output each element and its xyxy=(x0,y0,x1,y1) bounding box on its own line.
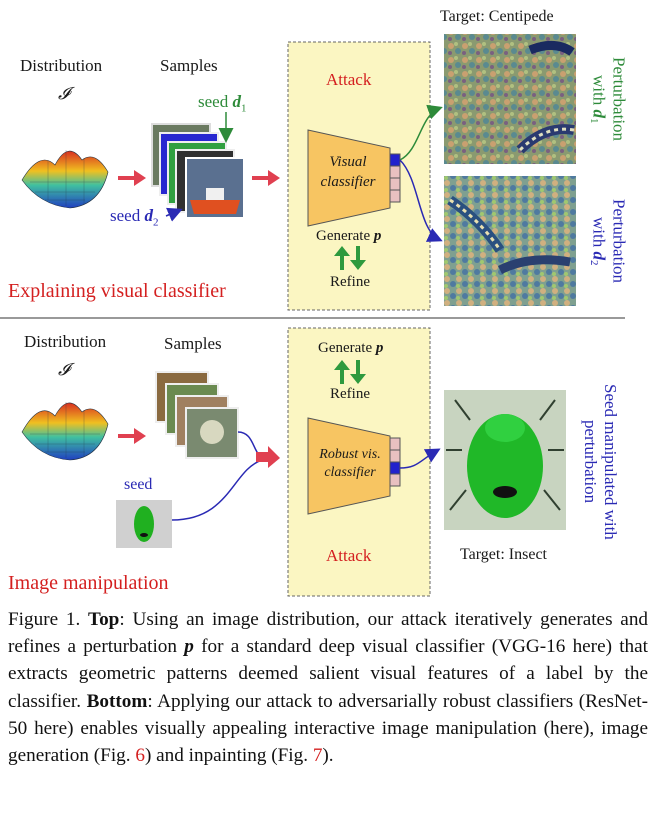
caption-part5: ). xyxy=(322,745,334,767)
seed-d2-var: d xyxy=(144,206,153,225)
pert1-line1: Perturbation xyxy=(609,56,629,142)
seed-d1-var: d xyxy=(232,92,241,111)
figure-caption: Figure 1. Top: Using an image distributi… xyxy=(8,606,648,769)
visual-classifier-label: Visual classifier xyxy=(316,152,380,192)
robust-classifier-line2: classifier xyxy=(324,465,376,480)
target-label-bottom: Target: Insect xyxy=(460,546,547,563)
pert1-var: d xyxy=(589,109,609,118)
samples-label-top: Samples xyxy=(160,56,218,75)
generate-var-top: p xyxy=(373,228,382,244)
distribution-label-top: Distribution xyxy=(20,56,103,75)
arrow-to-attack-top xyxy=(252,170,280,186)
figure-1: Distribution 𝓘 Samples seed d1 seed d2 A… xyxy=(0,8,628,597)
refine-label-bottom: Refine xyxy=(330,386,370,402)
target-label-top: Target: Centipede xyxy=(440,8,554,25)
seed-manip-line1: Seed manipulated with xyxy=(601,384,620,540)
arrow-to-attack-bottom xyxy=(256,446,280,468)
generate-var-bottom: p xyxy=(375,340,384,356)
generate-text-top: Generate xyxy=(316,228,371,244)
up-arrow-top xyxy=(334,246,350,270)
visual-classifier-line2: classifier xyxy=(320,174,376,190)
caption-part2: for a standard deep visual classifier (V… xyxy=(8,636,648,712)
insect-image xyxy=(444,390,566,530)
arrow-to-samples-top xyxy=(118,170,146,186)
seed-merge-line xyxy=(171,459,263,521)
visual-classifier-shape xyxy=(307,129,391,227)
pert2-line2: with xyxy=(589,216,609,247)
perturbation-image-d1 xyxy=(444,34,576,164)
seed-label-bottom: seed xyxy=(124,476,153,493)
robust-classifier-label: Robust vis. classifier xyxy=(312,446,388,482)
caption-top-bold: Top xyxy=(88,609,120,630)
seed-d2-arrow xyxy=(165,207,183,222)
caption-figure-label: Figure 1. xyxy=(8,609,81,630)
output-arrow-bottom xyxy=(399,448,441,469)
seed-manip-line2: perturbation xyxy=(581,420,600,504)
caption-part4: ) and inpainting (Fig. xyxy=(144,745,313,767)
attack-label-bottom: Attack xyxy=(326,546,372,565)
seed-d2-label: seed d2 xyxy=(110,206,158,228)
pert2-var: d xyxy=(589,251,609,260)
generate-label-top: Generate p xyxy=(316,228,381,245)
seed-d1-sub: 1 xyxy=(240,102,247,115)
samples-label-bottom: Samples xyxy=(164,334,222,353)
caption-part3: : Applying our attack to adversarially r… xyxy=(8,690,649,767)
distribution-symbol-bottom: 𝓘 xyxy=(58,360,70,379)
visual-classifier-line1: Visual xyxy=(329,154,367,170)
output-arrow-d2 xyxy=(399,159,443,242)
down-arrow-bottom xyxy=(350,360,366,384)
generate-label-bottom: Generate p xyxy=(318,340,383,357)
seed-d2-prefix: seed xyxy=(110,206,141,225)
pert1-line2: with xyxy=(589,74,609,105)
seed-d2-sub: 2 xyxy=(152,216,159,229)
caption-p-var: p xyxy=(184,636,194,658)
samples-stack-bottom xyxy=(155,371,239,459)
caption-ref-fig6[interactable]: 6 xyxy=(135,745,145,767)
attack-label-top: Attack xyxy=(326,70,372,89)
up-arrow-bottom xyxy=(334,360,350,384)
caption-part1: : Using an image distribution, our attac… xyxy=(8,609,649,658)
distribution-surface-bottom xyxy=(21,402,109,461)
caption-ref-fig7[interactable]: 7 xyxy=(312,745,323,767)
samples-stack-top xyxy=(151,123,245,219)
output-arrow-d1 xyxy=(399,104,443,161)
caption-bottom-bold: Bottom xyxy=(86,690,148,712)
perturbation-d2-label: Perturbation with d2 xyxy=(584,176,628,306)
down-arrow-top xyxy=(350,246,366,270)
distribution-symbol-top: 𝓘 xyxy=(58,84,70,103)
perturbation-d1-label: Perturbation with d1 xyxy=(584,34,628,164)
perturbation-image-d2 xyxy=(444,176,576,306)
robust-classifier-shape xyxy=(307,417,391,515)
arrow-to-samples-bottom xyxy=(118,428,146,444)
section-title-bottom: Image manipulation xyxy=(8,572,169,594)
figure-graphics xyxy=(0,34,625,597)
generate-text-bottom: Generate xyxy=(318,340,373,356)
distribution-surface-top xyxy=(21,150,109,209)
pert1-sub: 1 xyxy=(588,117,600,124)
seed-manipulated-label: Seed manipulated with perturbation xyxy=(580,376,620,548)
distribution-label-bottom: Distribution xyxy=(24,332,107,351)
refine-label-top: Refine xyxy=(330,274,370,290)
pert2-line1: Perturbation xyxy=(609,198,629,284)
seed-image xyxy=(116,500,172,548)
section-title-top: Explaining visual classifier xyxy=(8,280,226,302)
robust-classifier-line1: Robust vis. xyxy=(319,447,381,462)
seed-d1-label: seed d1 xyxy=(198,92,246,114)
seed-d1-prefix: seed xyxy=(198,92,229,111)
pert2-sub: 2 xyxy=(588,259,600,266)
